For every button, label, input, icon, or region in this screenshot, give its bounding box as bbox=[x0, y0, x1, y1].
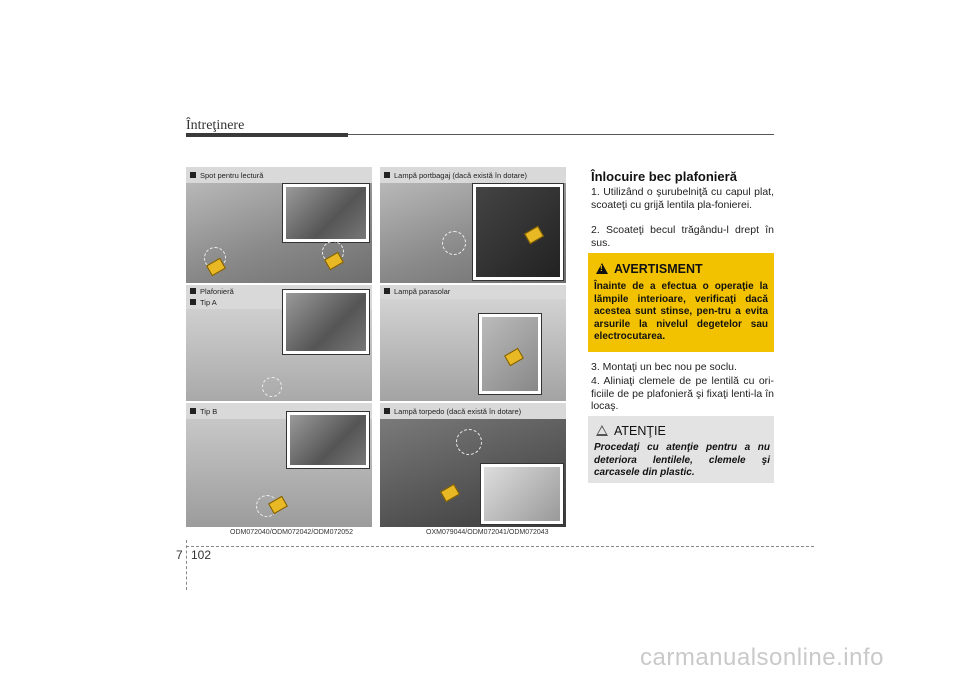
figure-panel-type-b: Tip B bbox=[186, 403, 372, 527]
chapter-number: 7 bbox=[176, 548, 183, 562]
glovebox-lamp-inset bbox=[480, 463, 564, 525]
figure-caption: OXM079044/ODM072041/ODM072043 bbox=[426, 529, 549, 536]
caution-box: ATENŢIE Procedaţi cu atenţie pentru a nu… bbox=[588, 416, 774, 483]
section-header-title: Întreţinere bbox=[186, 118, 245, 133]
page-number: 102 bbox=[191, 548, 212, 562]
step-1: 1. Utilizând o şurubelniţă cu capul plat… bbox=[591, 186, 774, 211]
header-bar bbox=[186, 133, 348, 137]
header-rule bbox=[348, 134, 774, 135]
panel-label: Tip B bbox=[190, 407, 217, 416]
footer-divider bbox=[186, 540, 187, 590]
panel-label: Plafonieră bbox=[190, 287, 234, 296]
figure-panel-reading-spot: Spot pentru lectură bbox=[186, 167, 372, 283]
figure-panel-glovebox-lamp: Lampă torpedo (dacă există în dotare) bbox=[380, 403, 566, 527]
section-title: Înlocuire bec plafonieră bbox=[591, 169, 737, 184]
panel-label: Lampă portbagaj (dacă există în dotare) bbox=[384, 171, 527, 180]
highlight-circle bbox=[456, 429, 482, 455]
footer-rule bbox=[186, 546, 814, 547]
caution-text: Procedaţi cu atenţie pentru a nu deterio… bbox=[594, 442, 770, 478]
dome-light-inset bbox=[282, 289, 370, 355]
figure-panel-sunvisor-lamp: Lampă parasolar bbox=[380, 285, 566, 401]
figure-panel-dome-light: Plafonieră Tip A bbox=[186, 285, 372, 401]
caution-icon bbox=[596, 425, 608, 436]
figure-caption: ODM072040/ODM072042/ODM072052 bbox=[230, 529, 353, 536]
middle-figure: Lampă portbagaj (dacă există în dotare) … bbox=[380, 167, 566, 536]
figure-panel-trunk-lamp: Lampă portbagaj (dacă există în dotare) bbox=[380, 167, 566, 283]
caution-heading: ATENŢIE bbox=[596, 424, 666, 438]
warning-box: AVERTISMENT Înainte de a efectua o opera… bbox=[588, 253, 774, 352]
left-figure: Spot pentru lectură Plafonieră Tip A Tip… bbox=[186, 167, 372, 536]
step-3: 3. Montaţi un bec nou pe soclu. bbox=[591, 361, 737, 373]
highlight-circle bbox=[442, 231, 466, 255]
step-4: 4. Aliniaţi clemele de pe lentilă cu ori… bbox=[591, 375, 774, 412]
watermark: carmanualsonline.info bbox=[640, 644, 884, 671]
warning-icon bbox=[596, 263, 608, 274]
trunk-lamp-inset bbox=[472, 183, 564, 281]
type-b-inset bbox=[286, 411, 370, 469]
panel-label: Lampă torpedo (dacă există în dotare) bbox=[384, 407, 521, 416]
reading-spot-inset bbox=[282, 183, 370, 243]
warning-text: Înainte de a efectua o operaţie la lămpi… bbox=[594, 281, 768, 342]
warning-heading: AVERTISMENT bbox=[596, 262, 703, 276]
panel-label: Lampă parasolar bbox=[384, 287, 450, 296]
panel-label: Tip A bbox=[190, 298, 217, 307]
step-2: 2. Scoateţi becul trăgându-l drept în su… bbox=[591, 224, 774, 249]
highlight-circle bbox=[262, 377, 282, 397]
panel-label: Spot pentru lectură bbox=[190, 171, 263, 180]
